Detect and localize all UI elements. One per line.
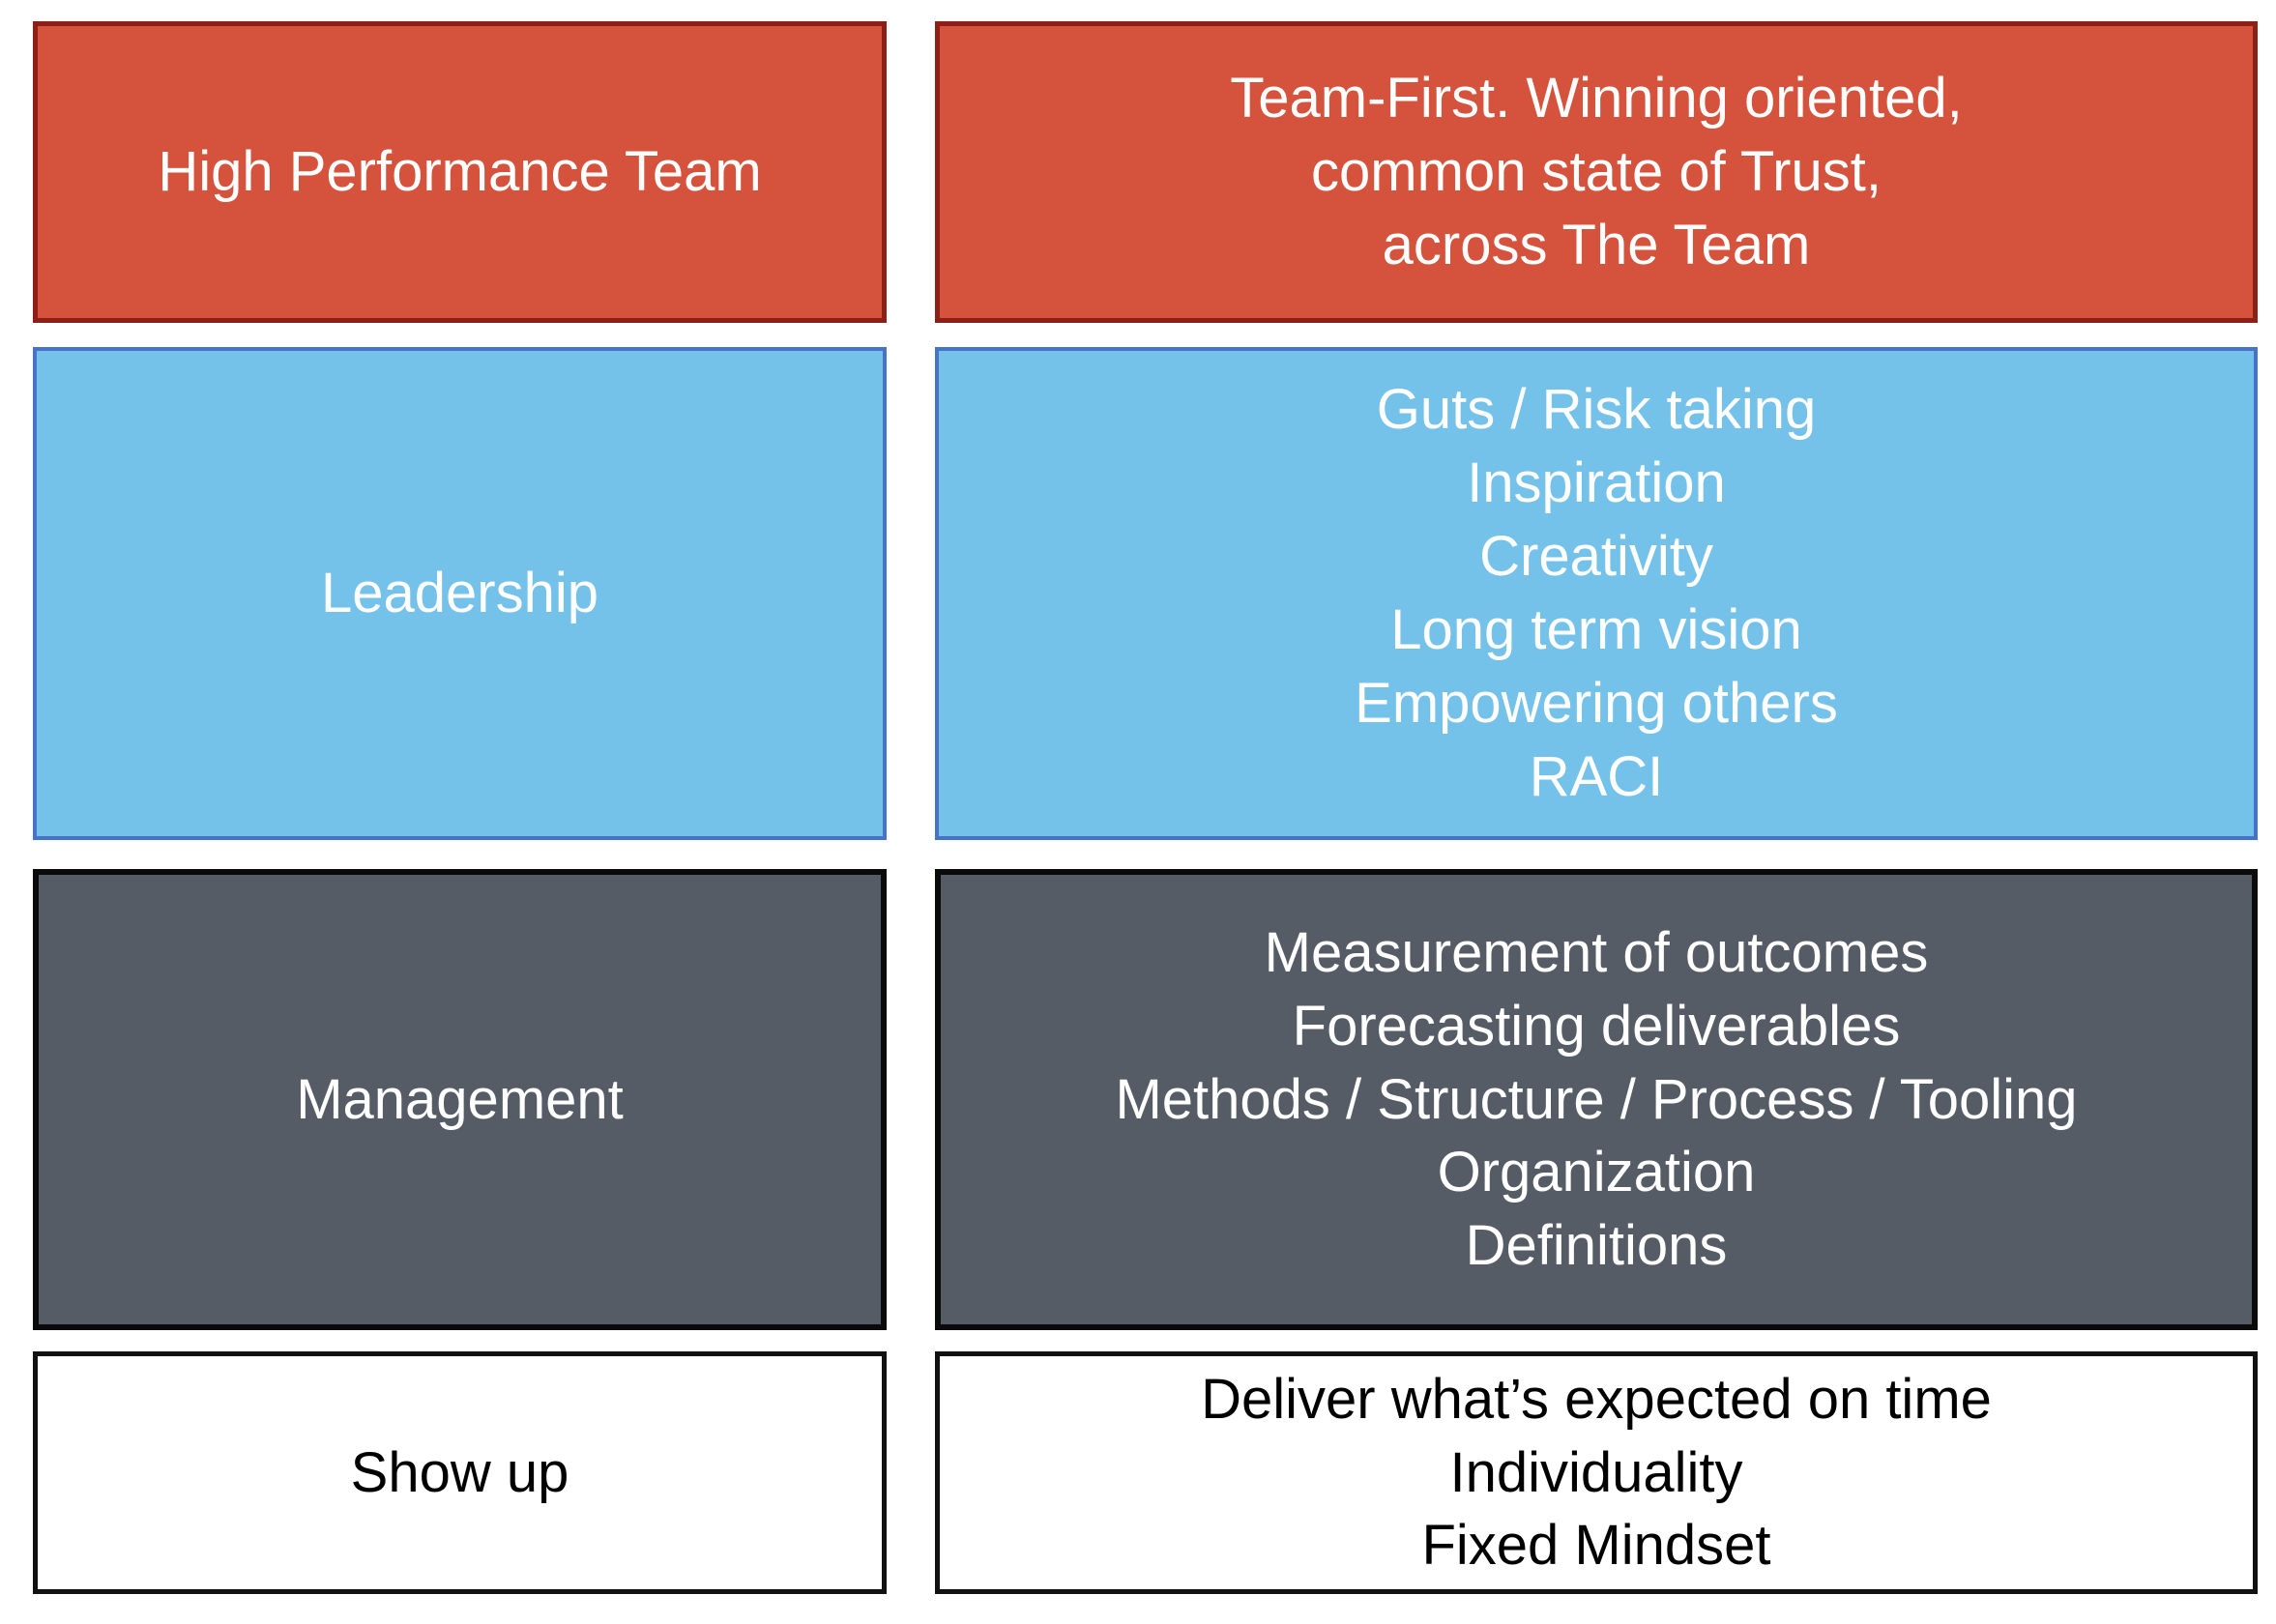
level-details-box-high-performance-team: Team-First. Winning oriented, common sta… bbox=[935, 21, 2258, 323]
level-details-leadership: Guts / Risk taking Inspiration Creativit… bbox=[1355, 378, 1838, 808]
level-label-management: Management bbox=[296, 1067, 624, 1131]
level-details-high-performance-team: Team-First. Winning oriented, common sta… bbox=[1230, 67, 1963, 276]
level-label-high-performance-team: High Performance Team bbox=[158, 140, 762, 204]
level-label-show-up: Show up bbox=[350, 1440, 569, 1504]
level-details-management: Measurement of outcomes Forecasting deli… bbox=[1115, 920, 2078, 1278]
level-details-box-management: Measurement of outcomes Forecasting deli… bbox=[935, 869, 2258, 1330]
level-label-box-high-performance-team: High Performance Team bbox=[33, 21, 887, 323]
level-label-box-management: Management bbox=[33, 869, 887, 1330]
level-details-box-show-up: Deliver what’s expected on time Individu… bbox=[935, 1351, 2258, 1594]
level-details-box-leadership: Guts / Risk taking Inspiration Creativit… bbox=[935, 347, 2258, 840]
level-label-box-show-up: Show up bbox=[33, 1351, 887, 1594]
level-label-leadership: Leadership bbox=[321, 562, 598, 625]
level-details-show-up: Deliver what’s expected on time Individu… bbox=[1201, 1367, 1992, 1578]
level-label-box-leadership: Leadership bbox=[33, 347, 887, 840]
